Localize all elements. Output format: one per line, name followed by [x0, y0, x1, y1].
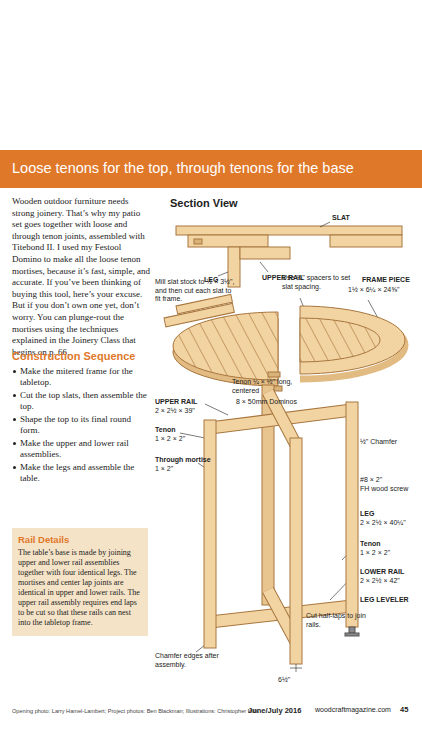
base — [204, 385, 359, 672]
sequence-step: Make the upper and lower rail assemblies… — [12, 438, 148, 460]
sequence-step: Shape the top to its final round form. — [12, 414, 148, 436]
photo-credits: Opening photo: Larry Hamel-Lambert; Proj… — [12, 708, 259, 715]
dimension: 2 × 2½ × 39" — [155, 407, 195, 415]
part-name: LEG LEVELER — [360, 596, 409, 604]
callout-note: Use ¼" spacers to set slat spacing. — [282, 274, 358, 291]
info-box: Rail DetailsThe table’s base is made by … — [12, 528, 148, 636]
part-name: UPPER RAIL — [155, 398, 197, 406]
callout-note: Mill slat stock to ½ × 3½", and then cut… — [155, 278, 235, 304]
dimension: FH wood screw — [360, 485, 408, 493]
section-heading: Construction Sequence — [12, 350, 135, 363]
dimension: 2 × 2½ × 40¼" — [360, 519, 406, 527]
callout-note: Cut half-laps to join rails. — [306, 612, 366, 629]
dimension: 1 × 2 × 2" — [155, 435, 185, 443]
part-name: SLAT — [332, 214, 350, 222]
page-title: Loose tenons for the top, through tenons… — [12, 160, 354, 176]
view-heading: Section View — [170, 197, 238, 210]
callout-note: Chamfer edges after assembly. — [155, 652, 235, 669]
tabletop — [164, 294, 405, 391]
dimension: ½" Chamfer — [360, 438, 397, 446]
website: woodcraftmagazine.com — [315, 706, 391, 714]
sequence-step: Make the mitered frame for the tabletop. — [12, 366, 148, 388]
sequence-step: Cut the top slats, then assemble the top… — [12, 390, 148, 412]
sequence-step: Make the legs and assemble the table. — [12, 462, 148, 484]
dimension: 8 × 50mm Dominos — [236, 398, 297, 406]
dimension: 2 × 2½ × 42" — [360, 577, 400, 585]
dimension: 1½ × 6¼ × 24⅝" — [348, 286, 400, 294]
page-number: 45 — [400, 705, 408, 714]
intro-paragraph: Wooden outdoor furniture needs strong jo… — [12, 196, 150, 358]
dimension: 6½" — [278, 676, 290, 684]
dimension: 1 × 2 × 2" — [360, 549, 390, 557]
part-name: Through mortise — [155, 456, 211, 464]
dimension: #8 × 2" — [360, 476, 382, 484]
part-name: FRAME PIECE — [362, 276, 410, 284]
issue-date: June/July 2016 — [248, 706, 301, 715]
callout-note: Tenon ¼ × ½" long, centered — [232, 378, 302, 395]
dimension: 1 × 2" — [155, 465, 173, 473]
part-name: LEG — [360, 510, 374, 518]
box-heading: Rail Details — [18, 534, 142, 545]
box-body: The table’s base is made by joining uppe… — [18, 548, 142, 628]
part-name: LOWER RAIL — [360, 568, 404, 576]
part-name: Tenon — [155, 426, 175, 434]
part-name: Tenon — [360, 540, 380, 548]
